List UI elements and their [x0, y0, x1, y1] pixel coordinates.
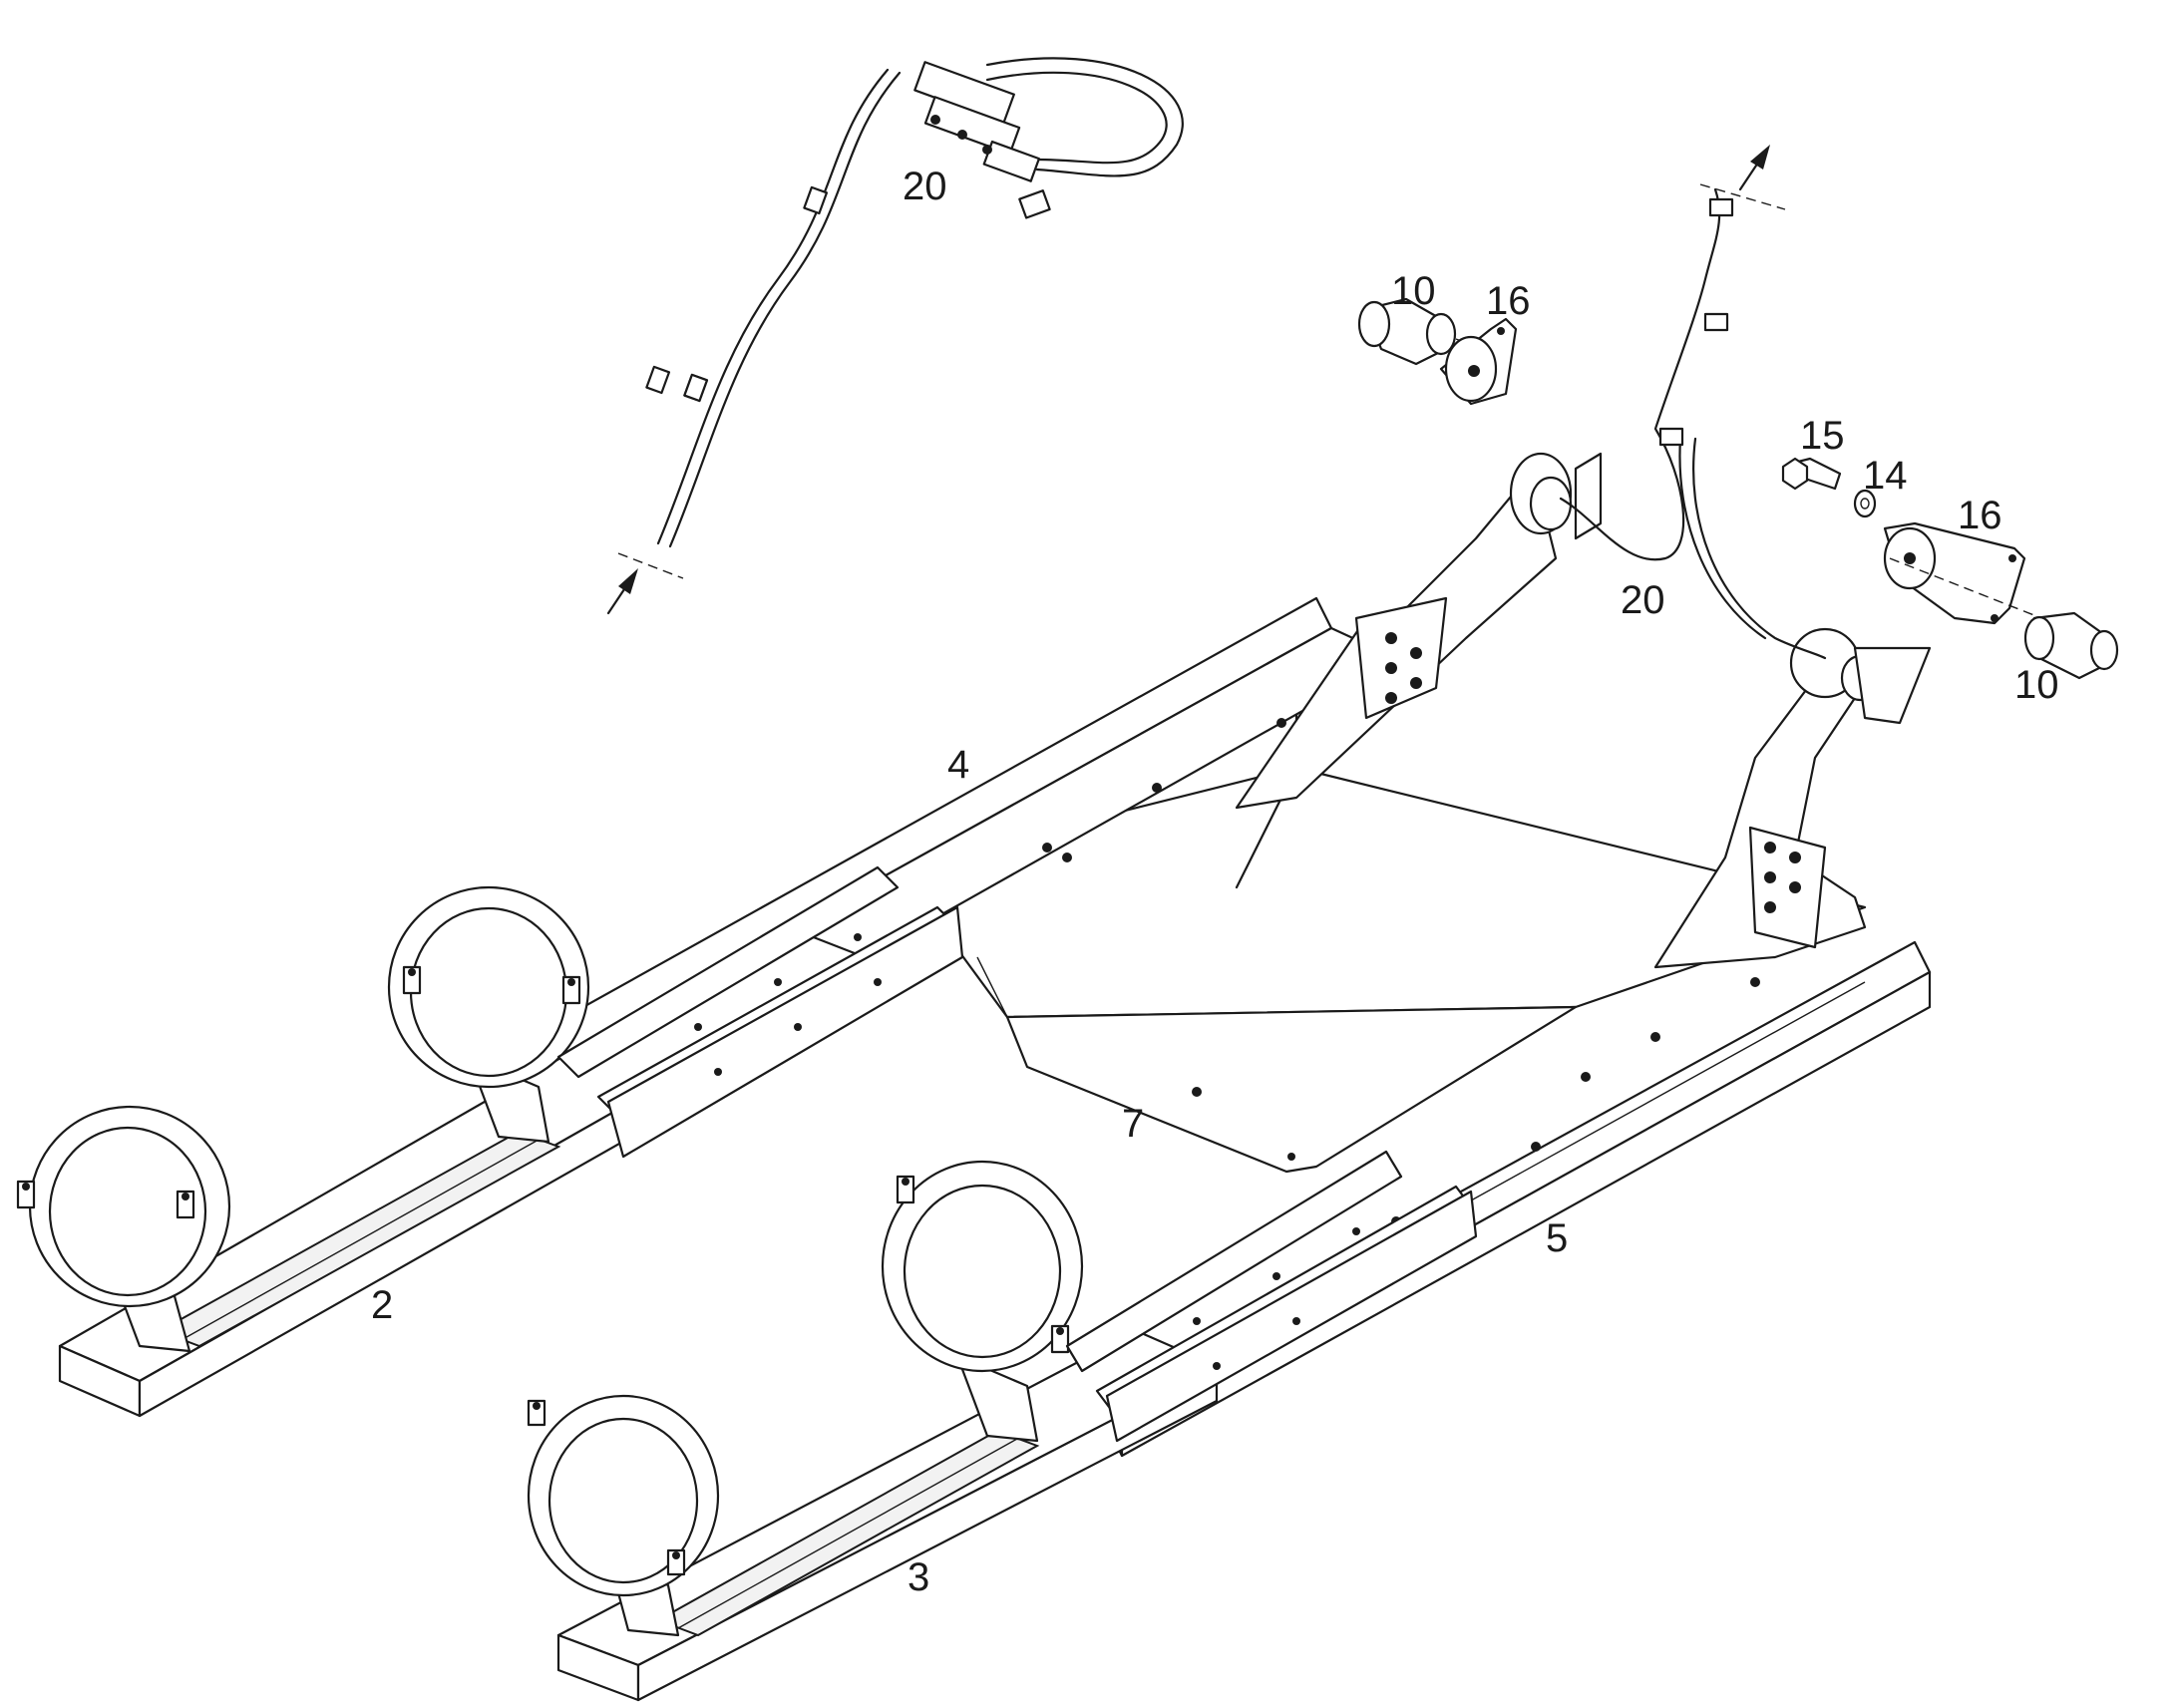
clamp-ring-2-front [16, 1105, 231, 1353]
spindle-10-right [2023, 611, 2119, 680]
callout-2: 2 [371, 1283, 393, 1327]
callout-5: 5 [1546, 1216, 1568, 1260]
callout-16-top: 16 [1486, 279, 1531, 323]
bracket-16-top [1439, 317, 1518, 406]
callout-14: 14 [1863, 454, 1908, 498]
rail-3 [556, 1329, 1219, 1702]
bracket-16-right [1883, 521, 2055, 625]
washer-14 [1853, 489, 1877, 518]
callout-10-right: 10 [2014, 663, 2059, 707]
callout-7: 7 [1122, 1102, 1144, 1146]
callout-4: 4 [947, 743, 969, 787]
clamp-ring-3-front [527, 1394, 720, 1637]
arrow-outlet-right [1699, 145, 1786, 210]
callout-3: 3 [908, 1555, 929, 1599]
clamp-ring-2-rear [387, 885, 590, 1144]
callout-20-top: 20 [903, 165, 947, 208]
slide-plate-3 [1065, 1150, 1478, 1443]
hose-assembly-top [645, 57, 1184, 548]
hose-assembly-right [1559, 187, 1827, 660]
support-arm-left [1235, 452, 1603, 810]
callout-15: 15 [1800, 414, 1845, 458]
support-arm-right [1653, 627, 1932, 969]
callout-10-top: 10 [1391, 269, 1436, 313]
bolt-15 [1781, 457, 1842, 491]
callout-16-right: 16 [1958, 494, 2002, 537]
clamp-ring-3-rear [881, 1160, 1084, 1443]
callout-20-right: 20 [1621, 578, 1665, 622]
spindle-10-top [1357, 297, 1497, 366]
slide-plate-2 [556, 865, 964, 1159]
arrow-inlet-top [606, 552, 684, 615]
